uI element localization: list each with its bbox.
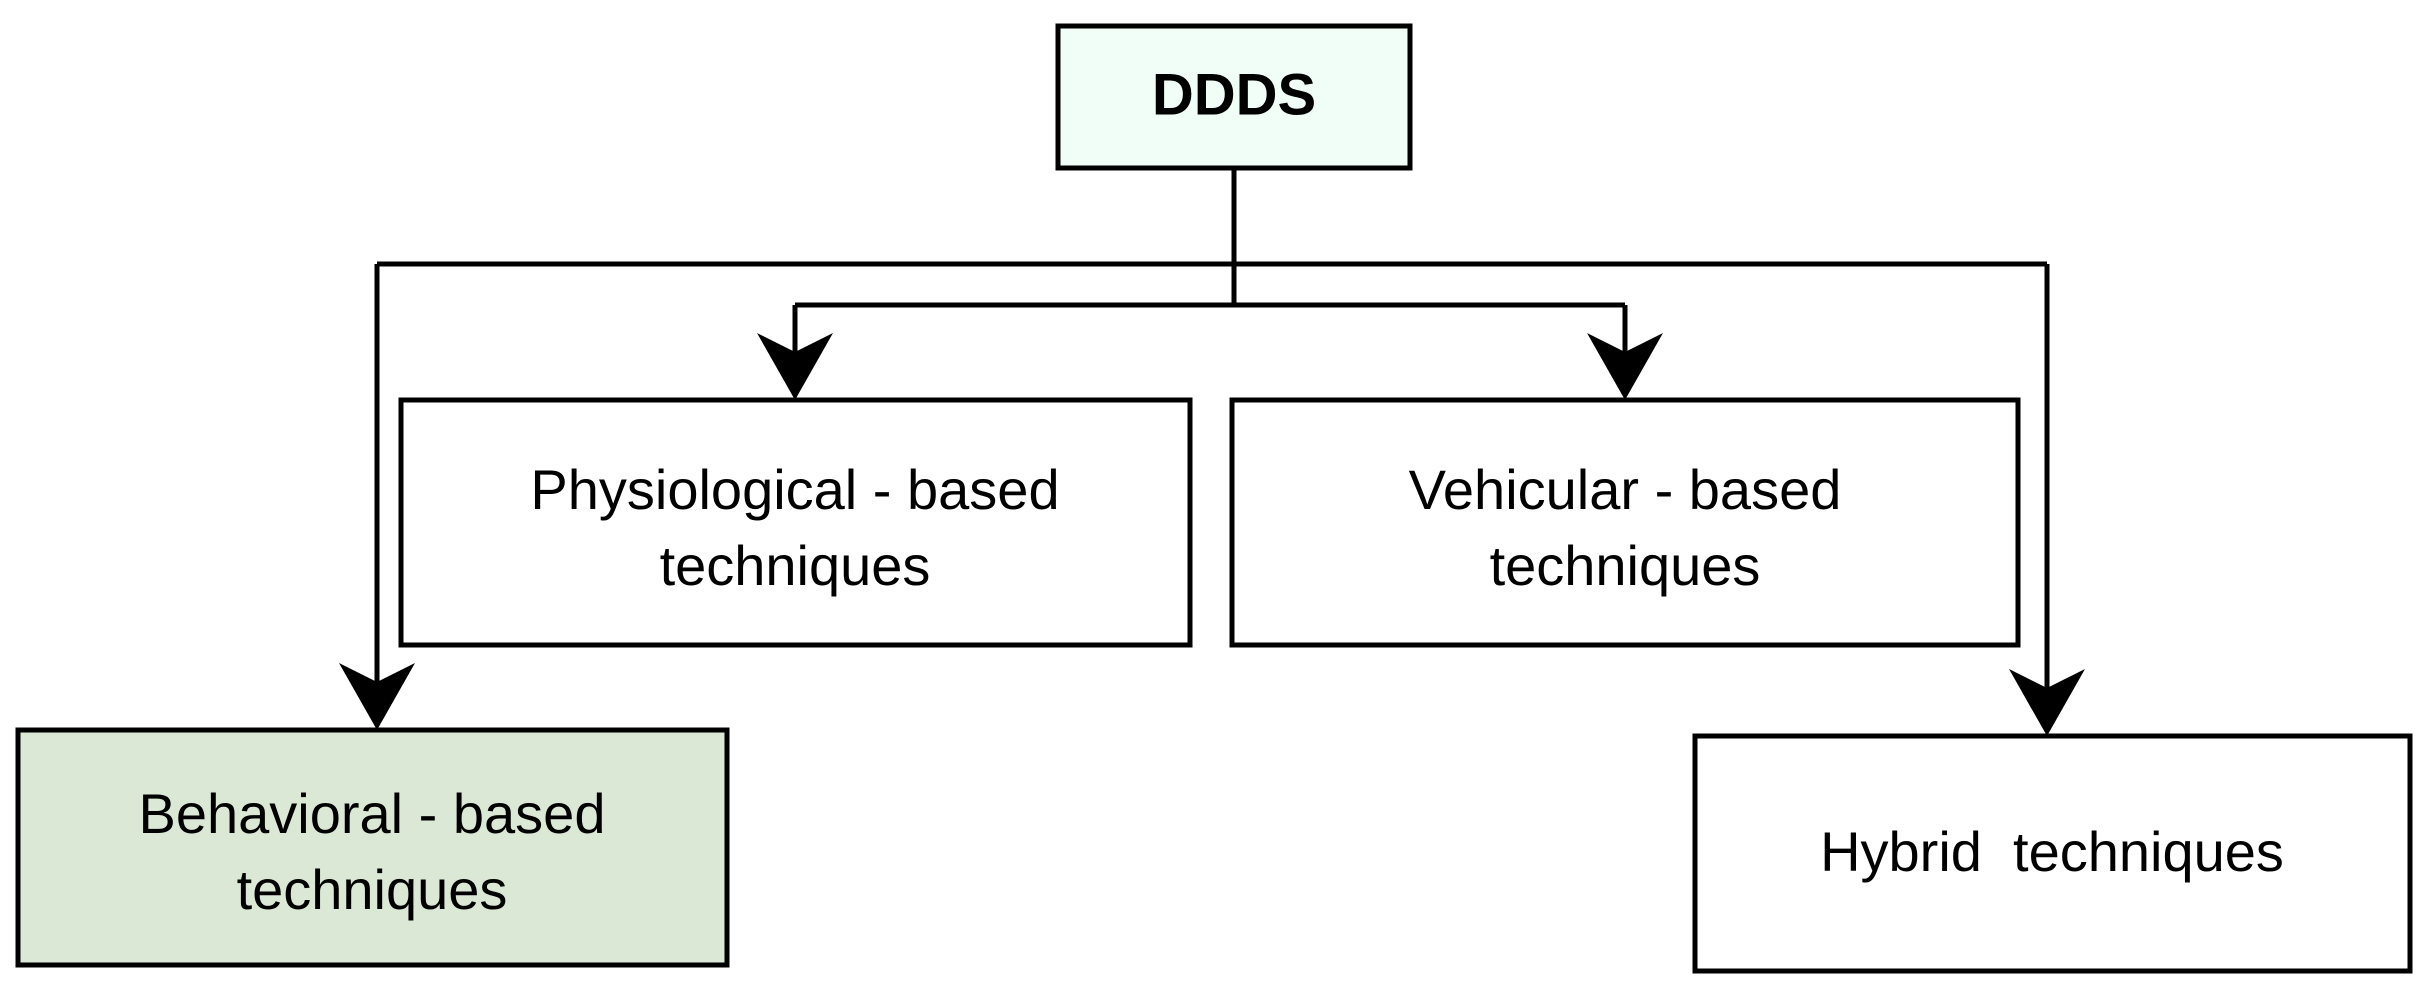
arrowhead-physiological	[757, 333, 833, 400]
arrowhead-vehicular	[1587, 333, 1663, 400]
node-hybrid-box[interactable]	[1692, 733, 2413, 974]
node-vehicular-box[interactable]	[1229, 397, 2021, 648]
node-vehicular-label-line2: techniques	[1490, 534, 1761, 597]
node-behavioral[interactable]: Behavioral - based techniques	[15, 727, 730, 968]
node-behavioral-box[interactable]	[15, 727, 730, 968]
arrowhead-behavioral	[339, 663, 415, 730]
node-physiological-label-line2: techniques	[660, 534, 931, 597]
connector-layer	[339, 168, 2085, 736]
node-ddds-label: DDDS	[1152, 62, 1316, 127]
node-physiological-label-line1: Physiological - based	[530, 458, 1059, 521]
node-physiological[interactable]: Physiological - based techniques	[398, 397, 1193, 648]
node-behavioral-label-line1: Behavioral - based	[139, 782, 606, 845]
arrowhead-hybrid	[2009, 669, 2085, 736]
node-hybrid[interactable]: Hybrid techniques	[1692, 733, 2413, 974]
node-vehicular-label-line1: Vehicular - based	[1409, 458, 1842, 521]
node-ddds-box[interactable]	[1055, 23, 1413, 171]
node-vehicular[interactable]: Vehicular - based techniques	[1229, 397, 2021, 648]
node-ddds[interactable]: DDDS	[1055, 23, 1413, 171]
node-physiological-box[interactable]	[398, 397, 1193, 648]
node-hybrid-label: Hybrid techniques	[1820, 820, 2284, 883]
node-behavioral-label-line2: techniques	[237, 858, 508, 921]
